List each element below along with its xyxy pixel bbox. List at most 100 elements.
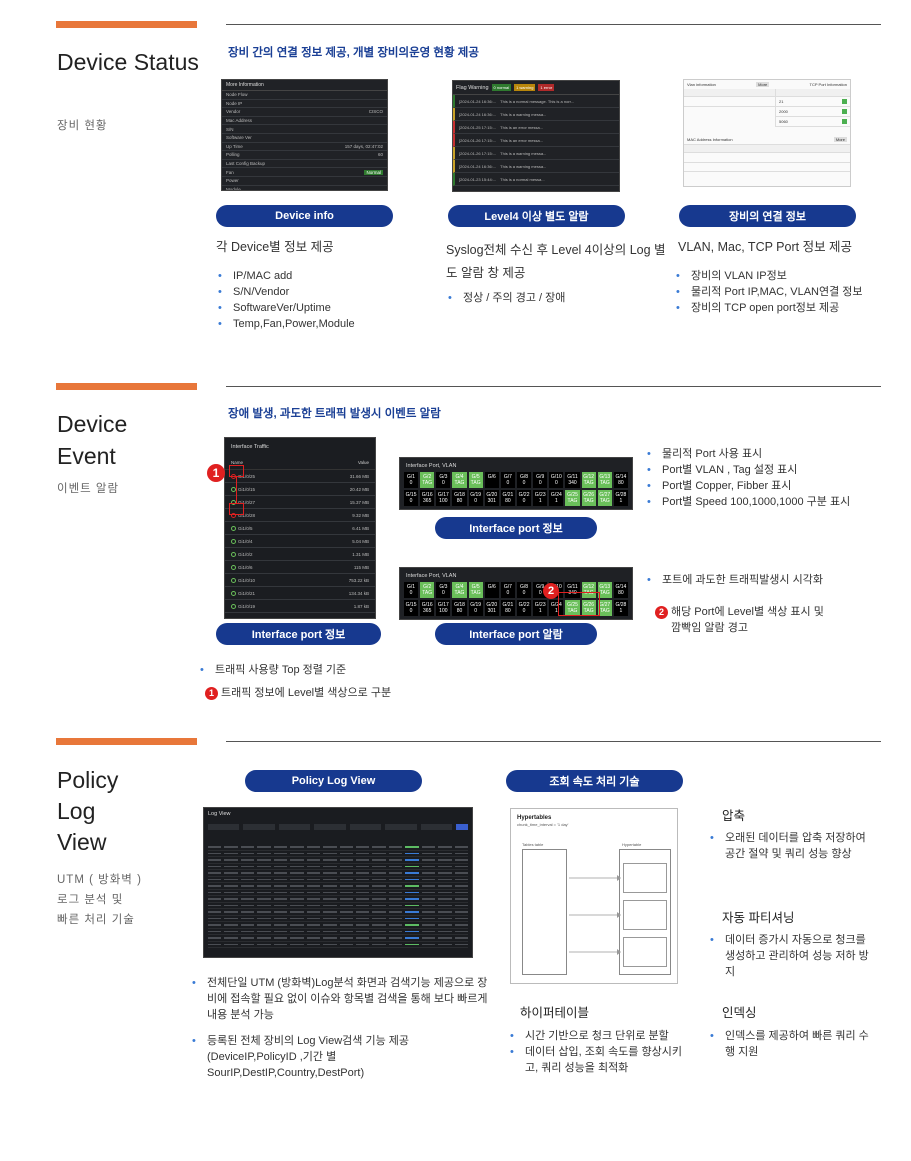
log-cell (273, 891, 288, 893)
more-info-key: Node IP (226, 100, 243, 106)
regular-table-label: Tables table (522, 842, 544, 847)
traffic-status-icon (231, 603, 236, 609)
tcp-status-icon (842, 119, 847, 124)
port-label: G/20 (486, 492, 498, 498)
flag-tag-warning[interactable]: 1 warning (514, 84, 536, 91)
flag-row: [2024-01-24 16:36:...This is a warning m… (453, 108, 619, 121)
log-cell (421, 852, 436, 854)
log-cell (257, 911, 271, 913)
port-value: 0 (474, 608, 478, 614)
flag-row: [2024-01-25 17:15:...This is an error me… (453, 121, 619, 134)
port-label: G/24 (550, 492, 562, 498)
flag-row-msg: This is a warning messa... (500, 163, 547, 169)
more-info-value: Normal (364, 169, 383, 175)
more-info-key: Mac Address (226, 118, 253, 124)
port-value: 0 (409, 590, 413, 596)
log-cell (257, 865, 271, 867)
log-cell (240, 904, 255, 906)
ht-bullet-item: 데이터 삽입, 조회 속도를 향상시키고, 쿼리 성능을 최적화 (508, 1044, 683, 1076)
log-cell (224, 885, 238, 887)
log-cell (208, 917, 222, 919)
traffic-value: 6.41 MB (352, 525, 369, 531)
traffic-status-icon (231, 551, 236, 557)
log-cell (257, 859, 271, 861)
port-value: 0 (522, 590, 526, 596)
traffic-name-wrap: Gi1/0/19 (231, 603, 255, 609)
mac-more-button[interactable]: More (833, 137, 847, 142)
log-cell (323, 904, 337, 906)
port-value: 80 (456, 608, 463, 614)
flag-row-time: [2024-01-24 16:36:... (459, 98, 497, 104)
more-info-title: More Information (222, 80, 387, 91)
section-title-policy-1: Policy (57, 767, 119, 793)
log-cell (306, 865, 321, 867)
vlan-more-button[interactable]: More (756, 82, 770, 87)
headline-status: 장비 간의 연결 정보 제공, 개별 장비의운영 현황 제공 (228, 47, 479, 59)
log-cell (372, 937, 386, 939)
log-cell (224, 898, 238, 900)
log-cell (208, 930, 222, 932)
log-cell (323, 917, 337, 919)
event-right-bullet-item: 물리적 Port 사용 표시 (645, 446, 850, 462)
more-info-key: Up Time (226, 143, 243, 149)
log-cell (224, 911, 238, 913)
more-info-key: S/N (226, 126, 234, 132)
log-row (208, 903, 468, 909)
log-cell (355, 911, 370, 913)
log-cell (438, 872, 452, 874)
flag-tag-normal[interactable]: 0 normal (491, 84, 512, 91)
traffic-name: Gi1/0/27 (238, 499, 256, 505)
flag-row: [2024-01-26 17:15:...This is an error me… (453, 134, 619, 147)
port-value: 0 (538, 480, 542, 486)
device-info-pill: Device info (216, 205, 393, 227)
log-cell (240, 872, 255, 874)
port-label: G/28 (615, 602, 627, 608)
port-label: G/19 (470, 492, 482, 498)
log-cell (339, 852, 353, 854)
port-label: G/4 (455, 474, 464, 480)
traffic-name: Gi1/0/4 (238, 538, 253, 544)
port-label: G/15 (405, 602, 417, 608)
traffic-status-icon (231, 499, 236, 505)
port-label: G/2 (423, 584, 432, 590)
badge1-note-icon: 1 (205, 686, 218, 700)
log-cell (405, 930, 419, 932)
log-cell (438, 878, 452, 880)
policy-left-bullet-item: 전체단일 UTM (방화벽)Log분석 화면과 검색기능 제공으로 장비에 접속… (190, 975, 490, 1023)
log-cell (273, 898, 288, 900)
log-cell (224, 852, 238, 854)
log-cell (290, 891, 304, 893)
chunk-2 (623, 900, 667, 930)
section-title-event-1: Device (57, 411, 128, 437)
flag-tag-error[interactable]: 1 error (538, 84, 555, 91)
log-cell (240, 924, 255, 926)
log-cell (208, 872, 222, 874)
log-cell (208, 937, 222, 939)
port-label: G/27 (599, 492, 611, 498)
log-cell (290, 911, 304, 913)
log-cell (224, 872, 238, 874)
log-cell (306, 846, 321, 848)
traffic-name: Gi1/0/5 (238, 525, 253, 531)
index-bullets: 인덱스를 제공하여 빠른 쿼리 수행 지원 (708, 1028, 878, 1060)
port-label: G/18 (454, 602, 465, 608)
traffic-col-value: Value (357, 460, 369, 465)
traffic-status-icon (231, 486, 236, 492)
port-label: G/21 (502, 492, 514, 498)
traffic-value: 1.87 kB (353, 603, 369, 609)
badge2-note-icon: 2 (655, 605, 668, 619)
speed-tech-pill: 조회 속도 처리 기술 (506, 770, 683, 792)
log-cell (388, 917, 403, 919)
log-cell (454, 865, 468, 867)
log-cell (290, 872, 304, 874)
log-cell (388, 865, 403, 867)
more-info-value: 157 days, 02:47:02 (344, 143, 383, 149)
